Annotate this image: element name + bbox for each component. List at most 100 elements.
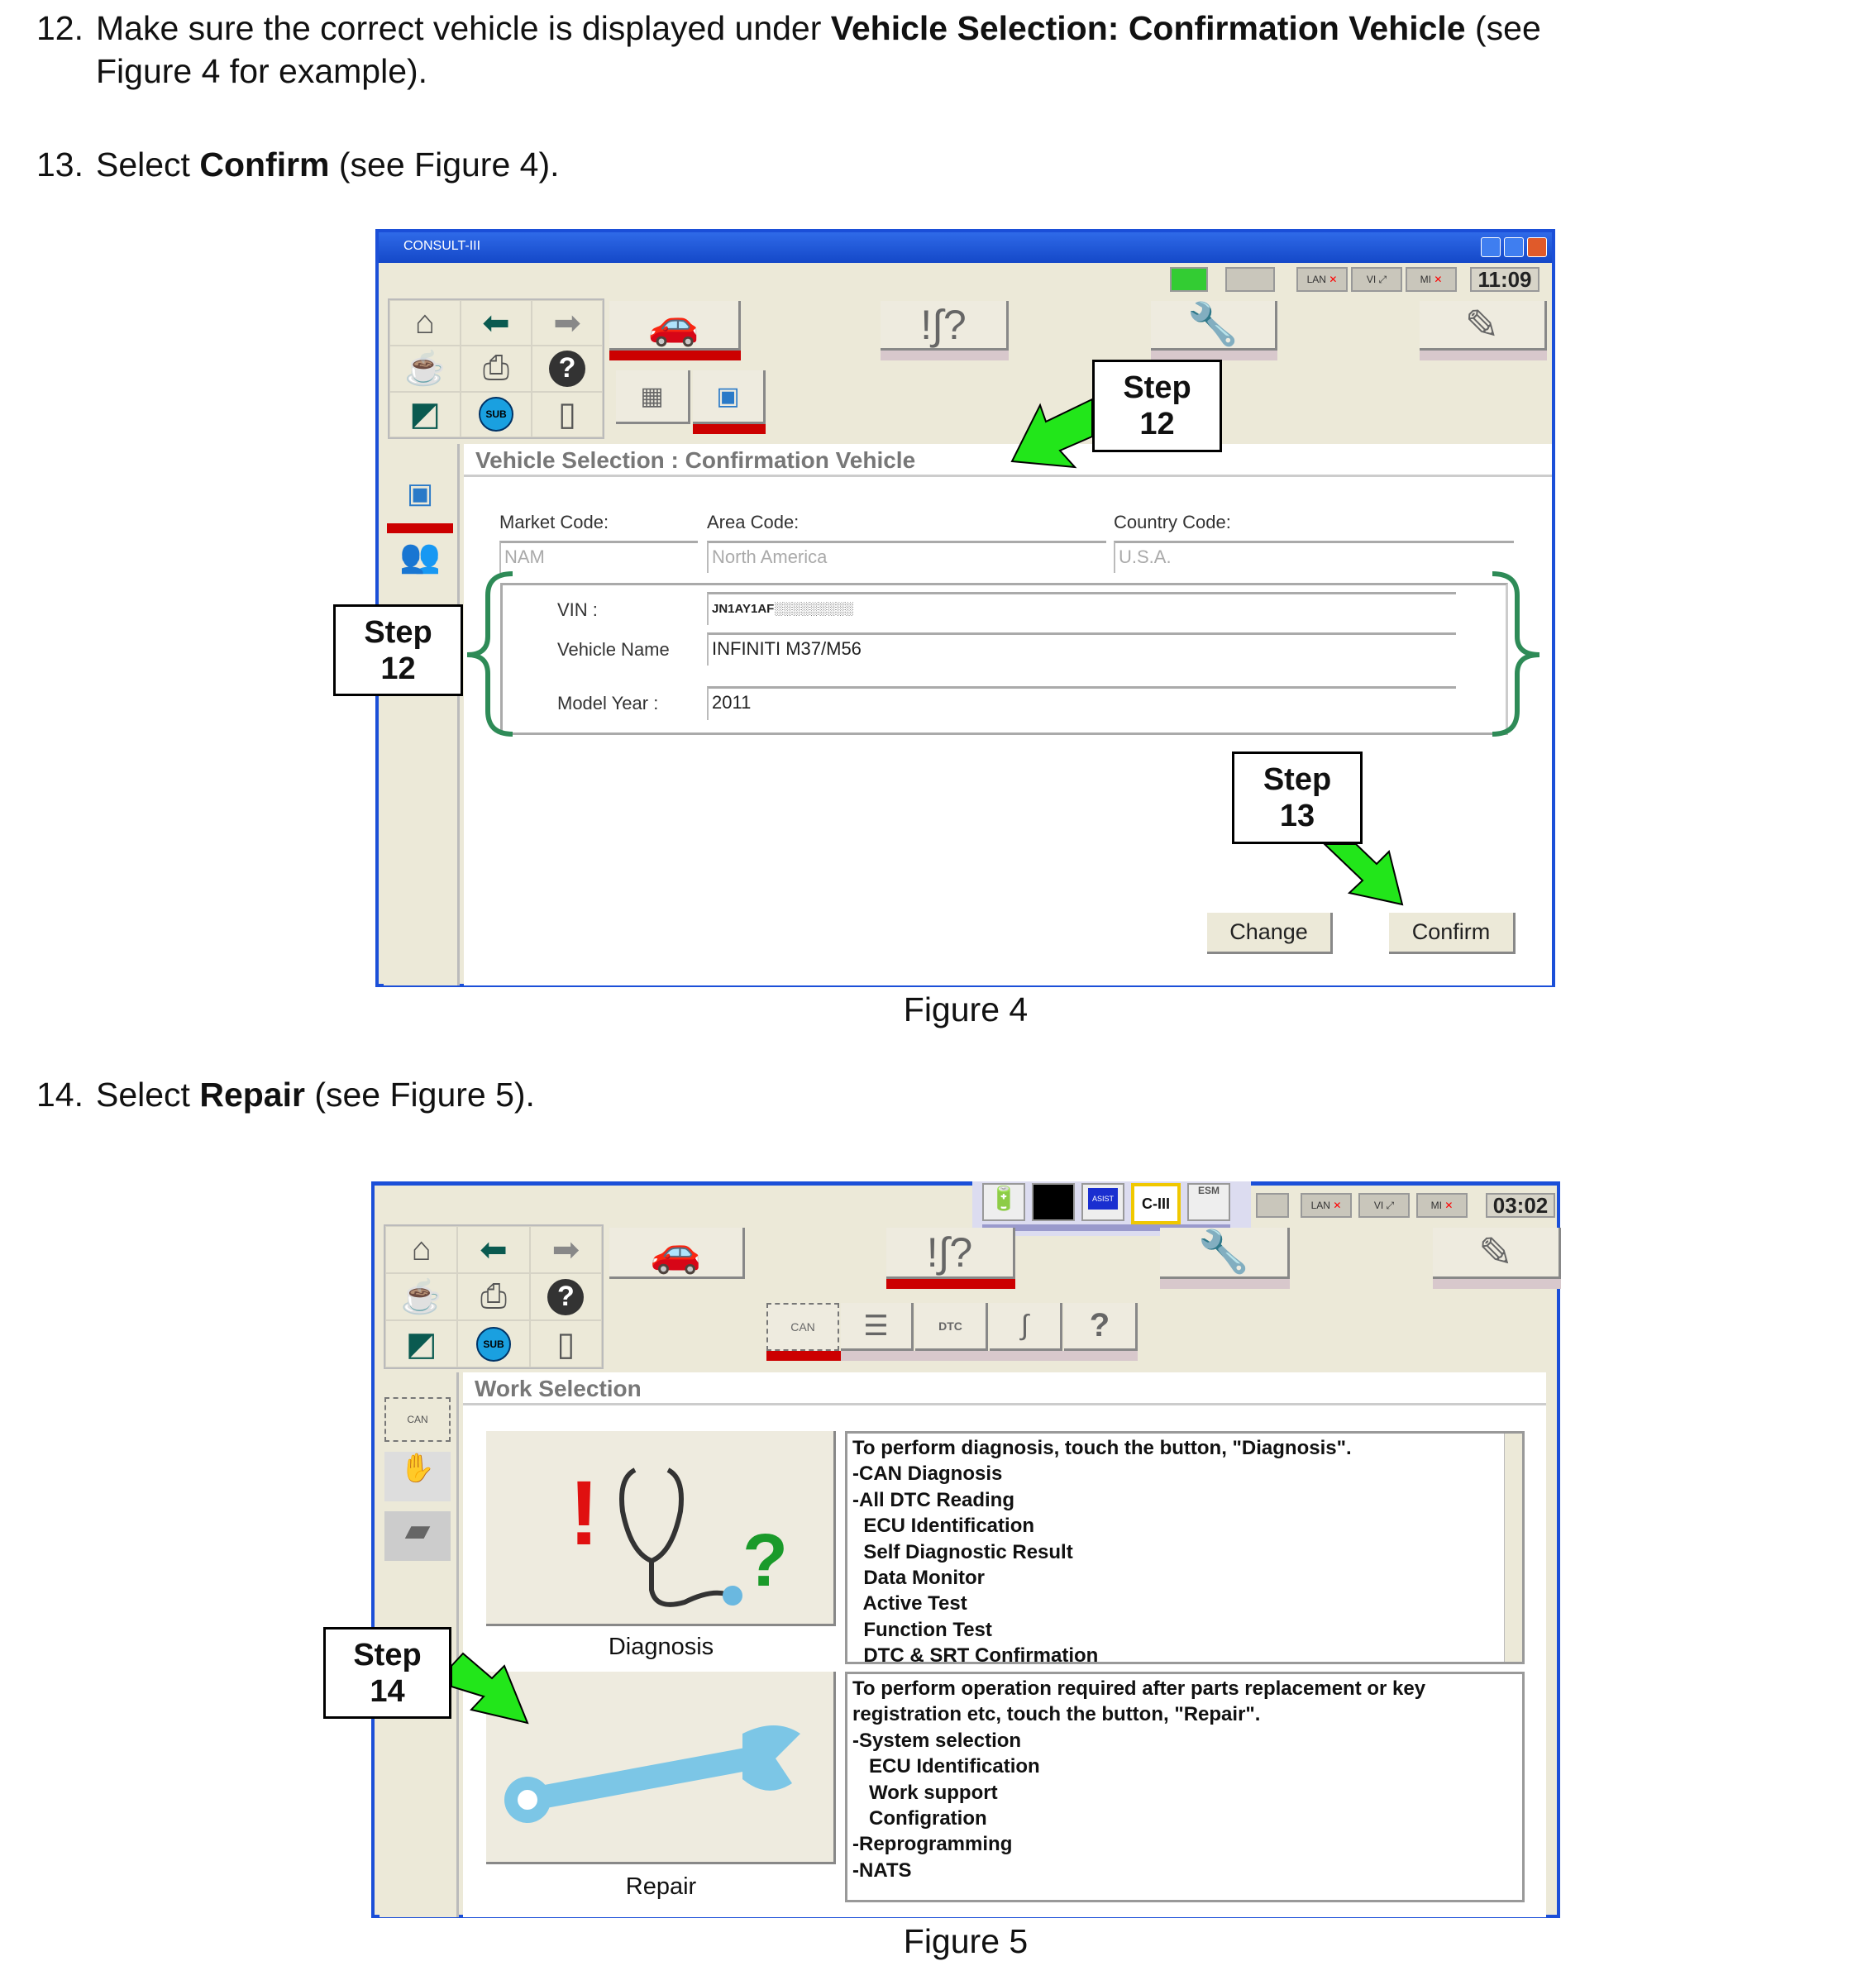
diagnosis-stethoscope-button[interactable]: !∫? xyxy=(886,1228,1015,1279)
repair-wrench-button[interactable]: 🔧 xyxy=(1160,1228,1290,1279)
printer-icon[interactable]: ⎙ xyxy=(461,346,532,392)
left-brace xyxy=(466,571,513,737)
description-line: To perform operation required after part… xyxy=(852,1677,1426,1700)
instruction-13: 13.Select Confirm (see Figure 4). xyxy=(36,143,560,186)
maintenance-button[interactable]: ✎ xyxy=(1433,1228,1561,1279)
help-diagnosis-sub-button[interactable]: ? xyxy=(1064,1303,1138,1351)
can-sub-button[interactable]: CAN xyxy=(766,1303,839,1351)
hand-icon[interactable]: ✋ xyxy=(384,1452,451,1501)
description-line: -NATS xyxy=(852,1859,912,1882)
instruction-14: 14.Select Repair (see Figure 5). xyxy=(36,1073,535,1116)
change-button[interactable]: Change xyxy=(1207,913,1333,954)
tray-handle[interactable] xyxy=(982,1224,1230,1231)
maximize-button[interactable] xyxy=(1504,237,1524,257)
printer-icon[interactable]: ⎙ xyxy=(457,1273,530,1320)
minimize-button[interactable] xyxy=(1481,237,1501,257)
esm-manual-icon[interactable]: ESM xyxy=(1187,1183,1230,1221)
repair-wrench-button[interactable]: 🔧 xyxy=(1151,301,1277,351)
instruction-bold: Repair xyxy=(199,1076,305,1114)
vehicle-select-sub-button[interactable]: ▦ xyxy=(616,370,690,424)
repair-button[interactable] xyxy=(486,1672,836,1864)
page-header: Work Selection xyxy=(463,1372,1546,1405)
back-arrow-icon[interactable]: ⬅ xyxy=(461,300,532,346)
maintenance-button[interactable]: ✎ xyxy=(1420,301,1547,351)
title-bar: CONSULT-III xyxy=(379,232,1552,263)
model-year-field: 2011 xyxy=(707,686,1456,720)
coffee-cup-icon[interactable]: ☕ xyxy=(385,1273,458,1320)
indicator xyxy=(841,1351,1138,1361)
vi-status-icon: VI ⤢ xyxy=(1358,1193,1410,1218)
vehicle-info-box xyxy=(500,583,1508,735)
black-screen-icon[interactable] xyxy=(1032,1183,1075,1221)
confirm-button[interactable]: Confirm xyxy=(1389,913,1516,954)
selected-indicator xyxy=(766,1351,841,1361)
market-code-label: Market Code: xyxy=(499,512,609,532)
description-line: ECU Identification xyxy=(852,1755,1040,1778)
step-number: 12. xyxy=(36,9,84,47)
description-line: Self Diagnostic Result xyxy=(852,1540,1073,1563)
instruction-text: (see xyxy=(1465,9,1541,47)
screen-capture-icon[interactable]: ◩ xyxy=(389,391,461,437)
help-icon[interactable]: ? xyxy=(529,1273,602,1320)
description-line: Data Monitor xyxy=(852,1567,985,1590)
description-line: Configration xyxy=(852,1807,987,1830)
folder-icon[interactable]: ▰ xyxy=(384,1511,451,1561)
app-tray-popup: 🔋 ASIST C-III ESM xyxy=(972,1181,1251,1236)
stethoscope-icon: ! ? xyxy=(569,1463,788,1607)
instruction-text: (see Figure 4). xyxy=(329,146,560,184)
description-line: DTC & SRT Confirmation xyxy=(852,1644,1099,1664)
status-blank-icon xyxy=(1225,267,1275,292)
diagnosis-button[interactable]: ! ? xyxy=(486,1431,836,1626)
list-sub-button[interactable]: ☰ xyxy=(841,1303,914,1351)
instruction-text: Select xyxy=(96,146,200,184)
scrollbar[interactable] xyxy=(1504,1434,1522,1662)
consult-iii-app-icon[interactable]: C-III xyxy=(1131,1183,1181,1224)
vehicle-confirm-side-icon[interactable]: ▣ xyxy=(406,478,434,509)
coffee-cup-icon[interactable]: ☕ xyxy=(389,346,461,392)
description-line: -CAN Diagnosis xyxy=(852,1463,1003,1486)
back-arrow-icon[interactable]: ⬅ xyxy=(457,1226,530,1273)
screen-capture-icon[interactable]: ◩ xyxy=(385,1320,458,1367)
page-header: Vehicle Selection : Confirmation Vehicle xyxy=(464,444,1552,477)
dtc-sub-button[interactable]: DTC xyxy=(915,1303,988,1351)
can-side-icon[interactable]: CAN xyxy=(384,1397,451,1442)
diagnosis-stethoscope-button[interactable]: !∫? xyxy=(881,301,1009,351)
forward-arrow-icon[interactable]: ➡ xyxy=(529,1226,602,1273)
help-icon[interactable]: ? xyxy=(532,346,603,392)
vehicle-ecu-button[interactable]: 🚗 xyxy=(609,1228,745,1279)
clock: 11:09 xyxy=(1470,267,1539,292)
nav-icon-grid: ⌂ ⬅ ➡ ☕ ⎙ ? ◩ SUB ▯ xyxy=(388,298,604,439)
area-code-label: Area Code: xyxy=(707,512,800,532)
vehicle-ecu-button[interactable]: 🚗 xyxy=(609,301,741,351)
device-icon[interactable]: ▯ xyxy=(532,391,603,437)
sub-icon[interactable]: SUB xyxy=(457,1320,530,1367)
user-group-icon[interactable]: 👥 xyxy=(399,538,441,575)
mi-status-icon: MI ✕ xyxy=(1416,1193,1468,1218)
instruction-bold: Vehicle Selection: Confirmation Vehicle xyxy=(830,9,1466,47)
battery-tool-icon[interactable]: 🔋 xyxy=(982,1183,1025,1221)
close-button[interactable] xyxy=(1527,237,1547,257)
device-icon[interactable]: ▯ xyxy=(529,1320,602,1367)
vehicle-confirm-sub-button[interactable]: ▣ xyxy=(693,370,766,424)
instruction-text: Figure 4 for example). xyxy=(96,52,428,90)
step-number: 13. xyxy=(36,146,84,184)
description-line: -Reprogramming xyxy=(852,1833,1013,1856)
consult-window-figure4: CONSULT-III LAN ✕ VI ⤢ MI ✕ 11:09 ⌂ ⬅ ➡ … xyxy=(375,229,1555,987)
wrench-icon xyxy=(504,1725,800,1823)
clock: 03:02 xyxy=(1486,1193,1555,1218)
forward-arrow-icon[interactable]: ➡ xyxy=(532,300,603,346)
step-number: 14. xyxy=(36,1076,84,1114)
diagnosis-description: To perform diagnosis, touch the button, … xyxy=(845,1431,1525,1664)
vehicle-name-field: INFINITI M37/M56 xyxy=(707,632,1456,666)
sub-icon[interactable]: SUB xyxy=(461,391,532,437)
home-icon[interactable]: ⌂ xyxy=(389,300,461,346)
instruction-text: Select xyxy=(96,1076,200,1114)
monitor-sub-button[interactable]: ∫ xyxy=(990,1303,1062,1351)
asist-computer-icon[interactable]: ASIST xyxy=(1081,1183,1124,1221)
area-code-field: North America xyxy=(707,541,1106,573)
market-code-field: NAM xyxy=(499,541,698,573)
selected-indicator xyxy=(693,424,766,434)
home-icon[interactable]: ⌂ xyxy=(385,1226,458,1273)
diagnosis-label: Diagnosis xyxy=(608,1634,714,1660)
